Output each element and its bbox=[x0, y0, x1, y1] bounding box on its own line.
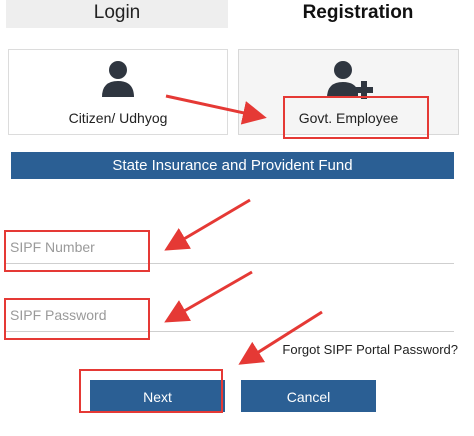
section-banner: State Insurance and Provident Fund bbox=[11, 152, 454, 179]
tab-registration[interactable]: Registration bbox=[302, 2, 414, 23]
card-govt-label: Govt. Employee bbox=[298, 110, 399, 126]
sipf-password-input[interactable] bbox=[6, 298, 454, 332]
sipf-number-input[interactable] bbox=[6, 230, 454, 264]
forgot-password-link[interactable]: Forgot SIPF Portal Password? bbox=[282, 342, 458, 357]
card-citizen-label: Citizen/ Udhyog bbox=[68, 110, 168, 126]
user-icon bbox=[102, 61, 134, 97]
cancel-button[interactable]: Cancel bbox=[241, 380, 376, 412]
card-citizen-udhyog[interactable]: Citizen/ Udhyog bbox=[8, 49, 228, 135]
add-user-icon bbox=[326, 61, 373, 99]
tab-login[interactable]: Login bbox=[6, 0, 228, 28]
card-govt-employee[interactable]: Govt. Employee bbox=[238, 49, 459, 135]
auth-tabs: Login Registration bbox=[0, 0, 474, 30]
next-button[interactable]: Next bbox=[90, 380, 225, 412]
